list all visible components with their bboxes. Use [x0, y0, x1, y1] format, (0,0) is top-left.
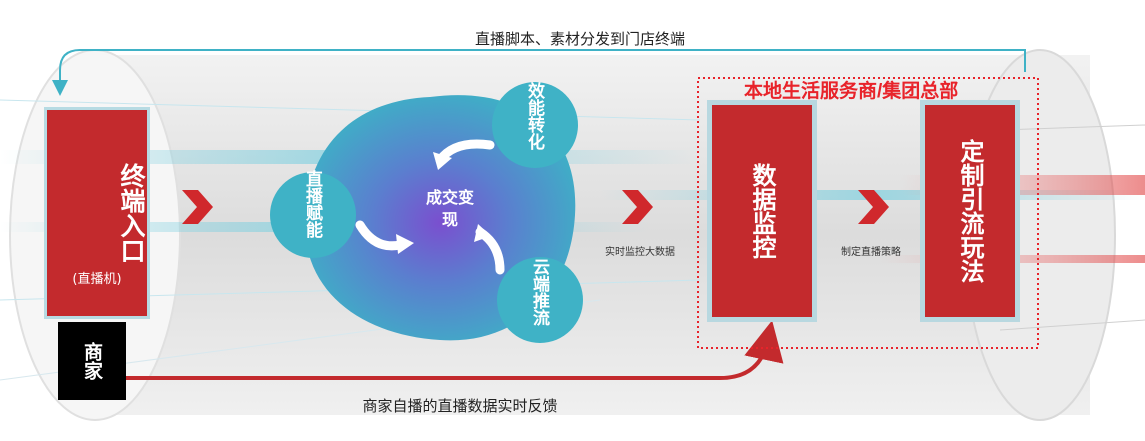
data-monitor-label: 数据监控 — [748, 163, 776, 259]
terminal-entry-box: 终端入口 (直播机) — [44, 107, 150, 319]
realtime-data-label: 实时监控大数据 — [605, 247, 675, 258]
feedback-label: 商家自播的直播数据实时反馈 — [362, 397, 558, 415]
distribution-arrow — [52, 49, 1026, 96]
cycle-left-label: 直播赋能 — [302, 170, 322, 238]
distribution-label: 直播脚本、素材分发到门店终端 — [474, 30, 685, 48]
chevron-right-icon — [182, 190, 213, 224]
cycle-top-label: 效能转化 — [524, 82, 544, 150]
cycle-center-text: 成交变现 — [426, 188, 475, 229]
custom-play-box: 定制引流玩法 — [920, 100, 1020, 322]
cycle-center-label: 成交变现 — [405, 187, 495, 231]
terminal-entry-subtitle: (直播机) — [72, 272, 122, 287]
hq-frame — [697, 77, 1039, 349]
chevron-right-icon — [622, 190, 653, 224]
hq-title: 本地生活服务商/集团总部 — [744, 81, 959, 102]
strategy-label: 制定直播策略 — [841, 247, 901, 258]
feedback-arrow — [126, 320, 784, 380]
terminal-entry-title: 终端入口 — [117, 163, 146, 263]
cycle-bottom-label: 云端推流 — [529, 258, 549, 326]
merchant-box: 商家 — [58, 322, 126, 400]
custom-play-label: 定制引流玩法 — [956, 139, 984, 283]
chevron-right-icon — [858, 190, 889, 224]
cycle-diagram — [270, 82, 583, 343]
merchant-label: 商家 — [81, 342, 103, 380]
data-monitor-box: 数据监控 — [707, 100, 817, 322]
